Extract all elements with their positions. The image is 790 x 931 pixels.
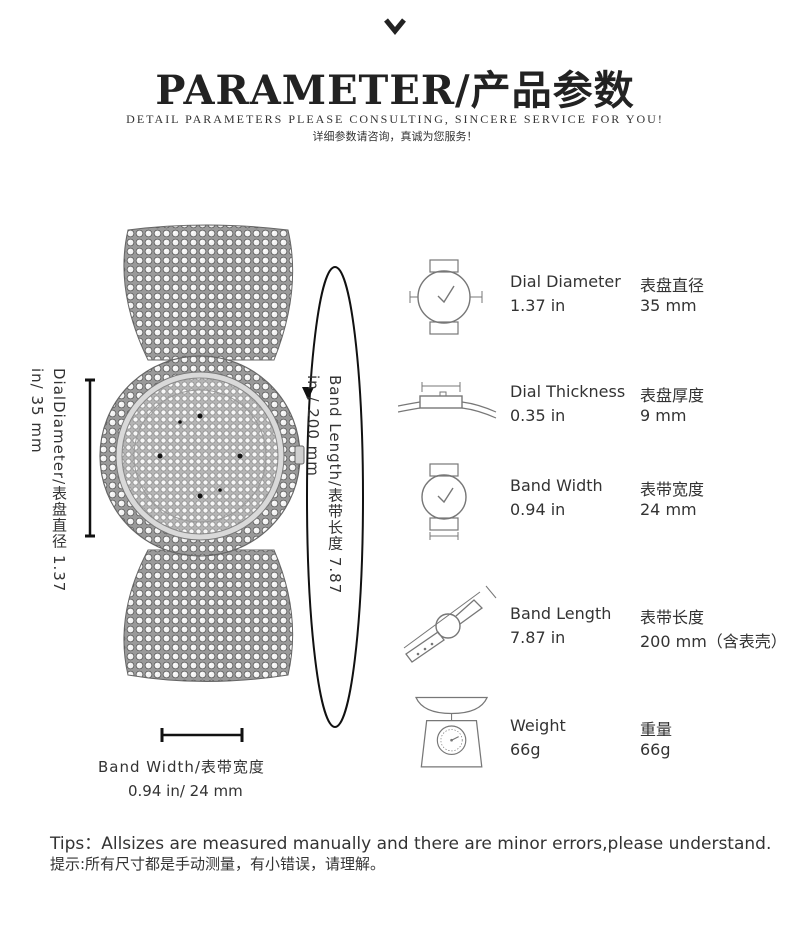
band-width-label: Band Width/表带宽度 bbox=[98, 758, 265, 776]
band-width-value: 0.94 in/ 24 mm bbox=[128, 782, 243, 800]
param-value-en: 7.87 in bbox=[510, 628, 566, 647]
param-value-cn: 24 mm bbox=[640, 500, 697, 519]
chevron-down-icon bbox=[384, 18, 406, 35]
param-label-en: Dial Diameter bbox=[510, 272, 621, 291]
band-length-loop bbox=[302, 266, 364, 728]
subtitle-chinese: 详细参数请咨询，真诚为您服务！ bbox=[312, 130, 478, 143]
param-value-cn: 200 mm（含表壳） bbox=[640, 632, 787, 651]
watch-side-icon bbox=[398, 382, 497, 419]
dial-diameter-dimension-line bbox=[85, 378, 95, 538]
param-row-band-width: Band Width 0.94 in 表带宽度 24 mm bbox=[0, 462, 790, 552]
band-length-annotation: Band Length/表带长度 7.87 in / 200 mm bbox=[302, 375, 346, 605]
param-row-weight: Weight 66g 重量 66g bbox=[0, 694, 790, 784]
param-row-dial-thickness: Dial Thickness 0.35 in 表盘厚度 9 mm bbox=[0, 368, 790, 458]
param-label-cn: 表带宽度 bbox=[640, 480, 705, 499]
tips-english: Tips：Allsizes are measured manually and … bbox=[50, 834, 772, 854]
dial-diameter-label: DialDiameter/表盘直径 bbox=[50, 368, 68, 550]
param-row-dial-diameter: Dial Diameter 1.37 in 表盘直径 35 mm bbox=[0, 258, 790, 348]
watch-product-image bbox=[99, 224, 305, 682]
param-label-cn: 表盘厚度 bbox=[640, 386, 705, 405]
param-row-band-length: Band Length 7.87 in 表带长度 200 mm（含表壳） bbox=[0, 584, 790, 674]
param-value-en: 1.37 in bbox=[510, 296, 566, 315]
tips-chinese: 提示:所有尺寸都是手动测量，有小错误，请理解。 bbox=[50, 855, 386, 873]
param-value-en: 0.94 in bbox=[510, 500, 566, 519]
watch-dial-icon bbox=[409, 259, 483, 335]
band-width-dimension-line bbox=[160, 728, 244, 742]
param-label-cn: 表带长度 bbox=[640, 608, 705, 627]
param-label-en: Weight bbox=[510, 716, 566, 735]
watch-band-length-icon bbox=[403, 585, 497, 663]
dial-diameter-value: 1.37 in/ 35 mm bbox=[28, 368, 68, 593]
param-label-cn: 重量 bbox=[640, 720, 673, 739]
dial-diameter-annotation: DialDiameter/表盘直径 1.37 in/ 35 mm bbox=[22, 368, 70, 598]
scale-icon bbox=[415, 696, 489, 768]
param-value-cn: 66g bbox=[640, 740, 671, 759]
param-label-en: Dial Thickness bbox=[510, 382, 626, 401]
param-label-en: Band Width bbox=[510, 476, 603, 495]
band-length-value: 7.87 in / 200 mm bbox=[304, 375, 344, 595]
param-value-en: 66g bbox=[510, 740, 541, 759]
param-value-cn: 9 mm bbox=[640, 406, 687, 425]
param-value-cn: 35 mm bbox=[640, 296, 697, 315]
param-label-en: Band Length bbox=[510, 604, 612, 623]
watch-band-width-icon bbox=[421, 463, 467, 540]
param-value-en: 0.35 in bbox=[510, 406, 566, 425]
subtitle-english: DETAIL PARAMETERS PLEASE CONSULTING, SIN… bbox=[126, 112, 664, 126]
band-length-label: Band Length/表带长度 bbox=[326, 375, 344, 552]
page-title: PARAMETER/产品参数 bbox=[155, 67, 635, 114]
param-label-cn: 表盘直径 bbox=[640, 276, 705, 295]
